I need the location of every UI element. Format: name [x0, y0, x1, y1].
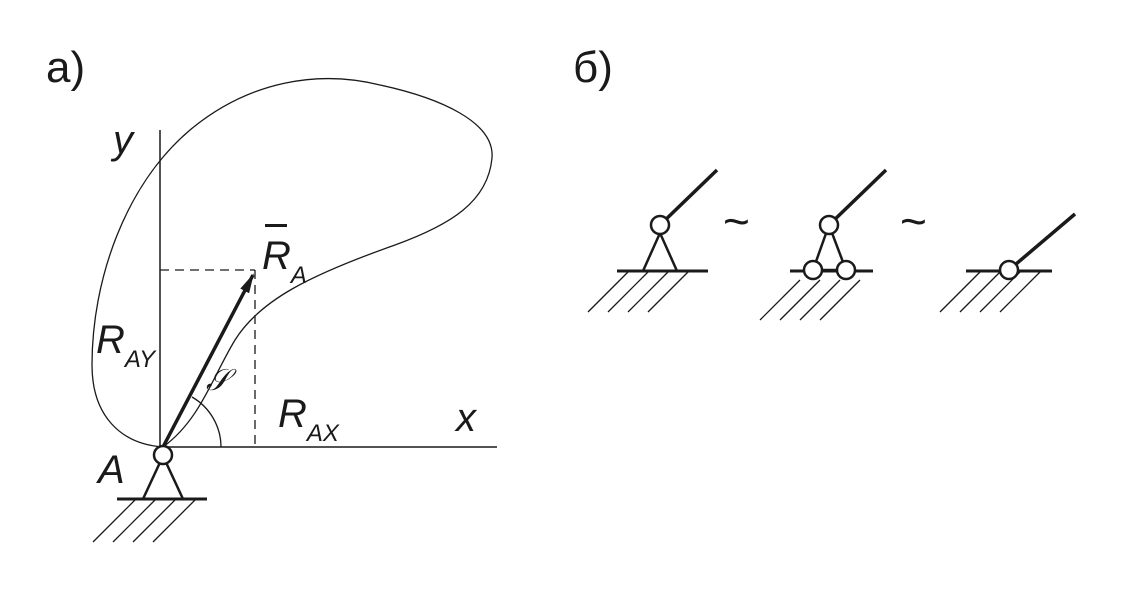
- reaction-y-label: RAY: [96, 318, 155, 372]
- panel-a-drawing: [91, 77, 497, 543]
- vector-bar: [265, 224, 287, 227]
- x-axis-label: x: [456, 396, 476, 440]
- point-a-label: A: [98, 448, 125, 492]
- equivalence-sign-2: ~: [900, 195, 927, 247]
- reaction-y-subscript: AY: [124, 346, 156, 373]
- angle-label: 𝒮: [206, 364, 230, 397]
- reaction-x-label: RAX: [278, 392, 339, 446]
- pin-support-a: [92, 444, 207, 543]
- pin-joint-a: [152, 444, 174, 466]
- body-outline: [91, 77, 493, 448]
- panel-a-label: а): [46, 43, 86, 92]
- support-variant-2: [759, 168, 888, 321]
- angle-arc: [191, 396, 222, 448]
- support-variant-3: [939, 212, 1077, 313]
- reaction-letter: R: [262, 234, 291, 278]
- reaction-x-subscript: AX: [306, 420, 339, 447]
- reaction-x-letter: R: [278, 392, 307, 436]
- reaction-subscript: A: [290, 262, 307, 289]
- reaction-y-letter: R: [96, 318, 125, 362]
- panel-b-label: б): [573, 43, 613, 92]
- reaction-vector: [161, 273, 255, 448]
- support-variant-1: [587, 168, 719, 313]
- y-axis-label: y: [113, 118, 133, 162]
- equivalence-sign-1: ~: [723, 195, 750, 247]
- reaction-label: RA: [262, 224, 307, 288]
